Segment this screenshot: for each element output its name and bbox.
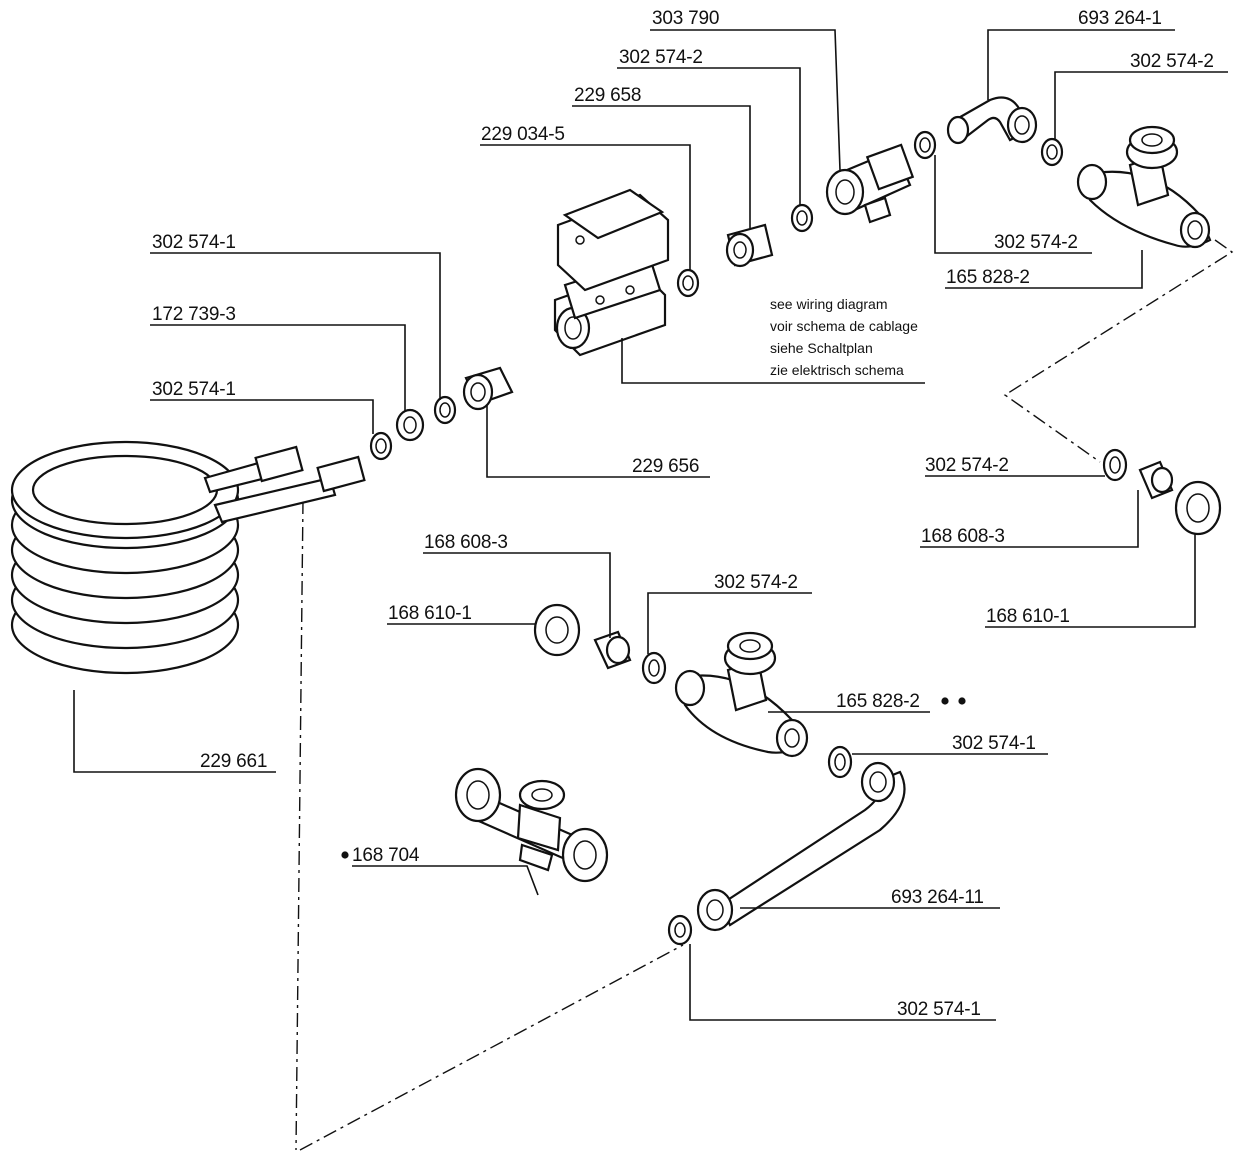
label-302574-1-a: 302 574-1 (152, 232, 236, 253)
strainer-303790 (825, 143, 915, 224)
label-229034-5: 229 034-5 (481, 124, 565, 145)
label-302574-2-right-top: 302 574-2 (1130, 51, 1214, 72)
wiring-note-line-3: siehe Schaltplan (770, 340, 873, 356)
washer-302574-2-e (641, 651, 667, 685)
label-229661: 229 661 (200, 751, 267, 772)
label-229658: 229 658 (574, 85, 641, 106)
regulating-valve-middle (674, 631, 809, 758)
sleeve-168608-3-a (593, 630, 632, 670)
marker-dot-168704 (341, 851, 349, 859)
marker-dot-1 (941, 697, 949, 705)
washer-302574-2-a (1040, 137, 1064, 167)
label-172739-3: 172 739-3 (152, 304, 236, 325)
label-168608-3-middle: 168 608-3 (424, 532, 508, 553)
flow-line-bottom (299, 944, 684, 1151)
label-302574-1-d: 302 574-1 (897, 999, 981, 1020)
label-302574-2-strainer: 302 574-2 (994, 232, 1078, 253)
label-168610-1-right: 168 610-1 (986, 606, 1070, 627)
label-302574-1-c: 302 574-1 (952, 733, 1036, 754)
flow-line-coil-down (295, 499, 304, 1151)
flow-line-right (1003, 239, 1234, 463)
nut-168610-1-a (533, 603, 581, 657)
washer-229034-side (676, 268, 700, 298)
regulating-valve-top (1076, 125, 1212, 249)
label-168608-3-right: 168 608-3 (921, 526, 1005, 547)
washer-302574-1-a (433, 395, 457, 425)
label-229656: 229 656 (632, 456, 699, 477)
label-693264-1: 693 264-1 (1078, 8, 1162, 29)
washer-302574-2-b (790, 203, 814, 233)
label-168704: 168 704 (352, 845, 420, 866)
wiring-note: see wiring diagram voir schema de cablag… (770, 296, 918, 378)
cooling-coil (10, 440, 366, 675)
nut-172739-3 (395, 408, 425, 442)
label-165828-2-top: 165 828-2 (946, 267, 1030, 288)
marker-dot-2 (958, 697, 966, 705)
washer-302574-1-c (827, 745, 853, 779)
label-302574-1-b: 302 574-1 (152, 379, 236, 400)
solenoid-valve (553, 188, 670, 357)
label-302574-2-top: 302 574-2 (619, 47, 703, 68)
washer-302574-2-d (1102, 448, 1128, 482)
tee-fitting-168704 (454, 767, 609, 883)
label-303790: 303 790 (652, 8, 719, 29)
pipe-693264-11 (696, 761, 906, 932)
label-168610-1-middle: 168 610-1 (388, 603, 472, 624)
label-165828-2-middle: 165 828-2 (836, 691, 920, 712)
leader-lines (73, 29, 1228, 1021)
fitting-229656 (462, 366, 514, 411)
washer-302574-1-b (369, 431, 393, 461)
part-number-labels: 303 790 693 264-1 302 574-2 302 574-2 22… (152, 8, 1214, 1020)
washer-302574-2-c (913, 130, 937, 160)
wiring-note-line-4: zie elektrisch schema (770, 362, 904, 378)
label-302574-2-right-middle: 302 574-2 (925, 455, 1009, 476)
nut-168610-1-b (1174, 480, 1222, 536)
elbow-693264-1 (946, 96, 1038, 145)
washer-302574-1-d (667, 914, 693, 946)
nipple-229658 (725, 223, 774, 268)
wiring-note-line-2: voir schema de cablage (770, 318, 918, 334)
label-693264-11: 693 264-11 (891, 887, 984, 908)
label-302574-2-middle: 302 574-2 (714, 572, 798, 593)
wiring-note-line-1: see wiring diagram (770, 296, 888, 312)
sleeve-168608-3-b (1138, 460, 1174, 500)
